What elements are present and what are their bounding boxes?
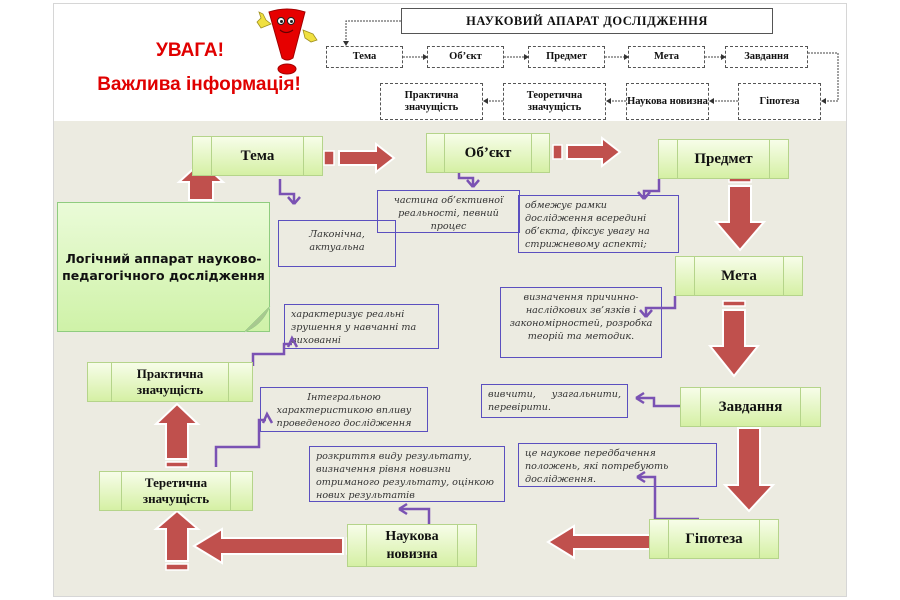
connector-tema-head	[287, 196, 301, 205]
attention-heading: УВАГА!	[156, 40, 224, 61]
scheme-connectors	[343, 20, 839, 104]
arrow-tail-segment	[722, 300, 746, 307]
arrow-teoretychna-to-praktychna	[153, 402, 201, 460]
connector-meta	[644, 296, 677, 317]
connector-praktychna-head	[286, 335, 299, 348]
scheme-step-hipoteza: Гіпотеза	[738, 83, 821, 120]
node-novyzna-label: Наукова новизна	[385, 528, 439, 562]
connector-teoretychna-head	[261, 411, 274, 424]
node-meta[interactable]: Мета	[675, 256, 803, 296]
connector-tema	[278, 179, 296, 204]
node-hipoteza[interactable]: Гіпотеза	[649, 519, 779, 559]
slide: УВАГА! Важлива інформація! НАУКОВИЙ АПАР…	[53, 3, 847, 597]
arrow-up-to-teoretychna	[153, 509, 201, 562]
connector-novyzna-head	[398, 502, 408, 516]
note-hipoteza: це наукове передбачення положень, які по…	[518, 443, 717, 487]
banner: УВАГА! Важлива інформація! НАУКОВИЙ АПАР…	[54, 4, 846, 121]
note-novyzna: розкриття виду результату, визначення рі…	[309, 446, 505, 502]
note-teoretychna: Інтегральною характеристикою впливу пров…	[260, 387, 428, 432]
scheme-step-tema: Тема	[326, 46, 403, 68]
scheme-connector	[808, 52, 839, 102]
scheme-arrowhead	[709, 98, 714, 104]
node-tema[interactable]: Тема	[192, 136, 323, 176]
scheme-connector	[345, 20, 401, 42]
node-novyzna[interactable]: Наукова новизна	[347, 524, 477, 567]
arrow-predmet-to-meta	[713, 185, 767, 252]
node-teoretychna-label: Теретична значущість	[142, 475, 210, 506]
scheme-arrowhead	[423, 54, 428, 60]
scheme-step-zavdannia: Завдання	[725, 46, 808, 68]
connector-novyzna	[399, 507, 431, 524]
scheme-arrowhead	[624, 54, 629, 60]
arrow-tail-segment	[323, 150, 335, 166]
connector-predmet-head	[637, 191, 651, 200]
connector-meta-head	[639, 309, 653, 318]
arrow-hipoteza-to-novyzna	[546, 524, 655, 560]
connector-teoretychna	[214, 418, 266, 467]
scheme-step-novyzna: Наукова новизна	[626, 83, 709, 120]
node-teoretychna[interactable]: Теретична значущість	[99, 471, 253, 511]
connector-hipoteza-head	[636, 470, 646, 484]
note-predmet: обмежує рамки дослідження всередині об’є…	[518, 195, 679, 253]
node-object[interactable]: Об’єкт	[426, 133, 550, 173]
arrow-meta-to-zavdannia	[707, 309, 761, 378]
logical-apparatus-label: Логічний аппарат науково-педагогічного д…	[57, 202, 270, 332]
arrow-tail-segment	[165, 563, 189, 571]
note-praktychna: характеризує реальні зрушення у навчанні…	[284, 304, 439, 349]
node-predmet[interactable]: Предмет	[658, 139, 789, 179]
connector-zavdannia-head	[635, 391, 645, 405]
scheme-arrowhead	[821, 98, 826, 104]
node-tema-label: Тема	[240, 148, 275, 164]
scheme-arrowhead	[483, 98, 488, 104]
scheme-step-praktychna: Практична значущість	[380, 83, 483, 120]
note-object: частина об’єктивної реальності, певний п…	[377, 190, 520, 233]
scheme-title: НАУКОВИЙ АПАРАТ ДОСЛІДЖЕННЯ	[401, 8, 773, 34]
note-zavdannia: вивчити, узагальнити, перевірити.	[481, 384, 628, 418]
node-predmet-label: Предмет	[694, 151, 753, 167]
connector-hipoteza	[637, 475, 699, 521]
node-praktychna[interactable]: Практична значущість	[87, 362, 253, 402]
connector-object	[457, 169, 475, 187]
note-meta: визначення причинно-наслідкових зв’язків…	[500, 287, 662, 358]
node-hipoteza-label: Гіпотеза	[685, 531, 743, 547]
arrow-object-to-predmet	[566, 135, 622, 169]
scheme-arrowhead	[524, 54, 529, 60]
arrow-tail-segment	[552, 144, 563, 160]
scheme-step-teoretychna: Теоретична значущість	[503, 83, 606, 120]
node-meta-label: Мета	[721, 268, 757, 284]
node-zavdannia-label: Завдання	[718, 399, 783, 415]
arrow-novyzna-to-teoretychna	[192, 527, 344, 565]
connector-zavdannia	[636, 396, 680, 408]
node-zavdannia[interactable]: Завдання	[680, 387, 821, 427]
node-praktychna-label: Практична значущість	[136, 366, 204, 397]
arrow-zavdannia-to-hipoteza	[722, 427, 776, 513]
scheme-arrowhead	[606, 98, 611, 104]
scheme-step-object: Об’єкт	[427, 46, 504, 68]
scheme-arrowhead	[343, 41, 349, 46]
exclamation-mascot-icon	[256, 8, 318, 75]
connector-praktychna	[251, 342, 292, 366]
scheme-step-predmet: Предмет	[528, 46, 605, 68]
scheme-arrowhead	[721, 54, 726, 60]
connector-object-head	[466, 179, 480, 188]
page-curl-icon	[242, 304, 272, 334]
connector-predmet	[642, 179, 661, 199]
node-object-label: Об’єкт	[464, 145, 512, 161]
arrow-tema-to-object	[338, 141, 396, 175]
important-info-heading: Важлива інформація!	[97, 74, 301, 95]
note-tema: Лаконічна, актуальна	[278, 220, 396, 267]
arrow-tail-segment	[165, 461, 189, 468]
